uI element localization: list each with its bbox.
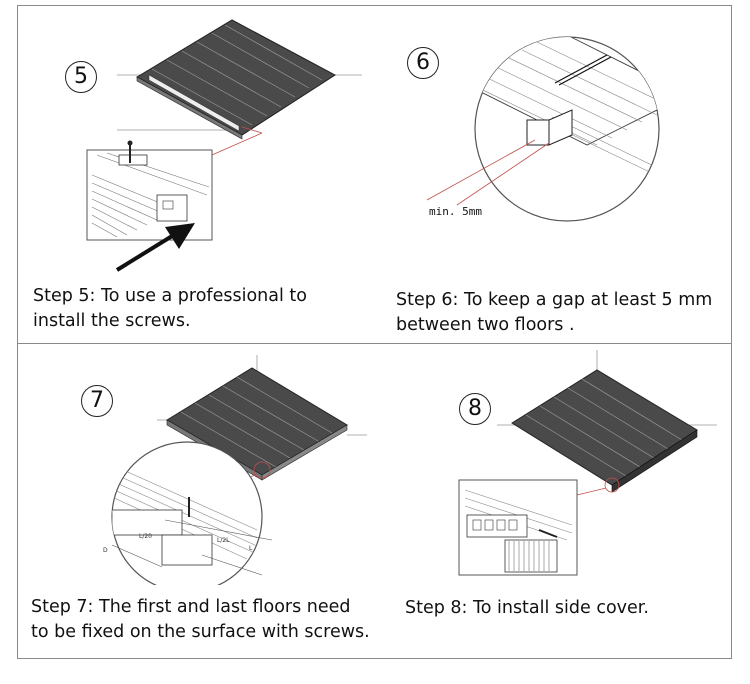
- step-8-number-badge: 8: [459, 393, 491, 425]
- panel-step-8: 8 Step 8: To install side cover.: [387, 345, 732, 659]
- step-8-illustration: [458, 350, 717, 576]
- step-5-number-badge: 5: [65, 61, 97, 93]
- step-6-number-badge: 6: [407, 47, 439, 79]
- panel-step-7: 7 L/20 L/2L L D Step 7: The first and la…: [17, 345, 387, 659]
- row-divider: [17, 343, 732, 344]
- step-5-caption-line-1: Step 5: To use a professional to: [33, 286, 307, 306]
- step-7-caption-line-2: to be fixed on the surface with screws.: [31, 622, 370, 642]
- dim-label-l: L: [249, 545, 253, 552]
- step-6-caption-line-2: between two floors .: [396, 315, 575, 335]
- step-7-caption-line-1: Step 7: The first and last floors need: [31, 597, 351, 617]
- dim-label-d: D: [103, 547, 108, 554]
- outer-frame: [17, 5, 732, 659]
- step-6-illustration: [426, 36, 660, 222]
- step-6-caption-line-1: Step 6: To keep a gap at least 5 mm: [396, 290, 713, 310]
- panel-step-5: 5 Step 5: To use a professional to insta…: [17, 5, 387, 343]
- step-5-caption-line-2: install the screws.: [33, 311, 191, 331]
- dim-label-l20: L/20: [139, 533, 152, 540]
- step-7-illustration: [111, 355, 367, 585]
- gap-annotation: min. 5mm: [429, 205, 482, 218]
- step-8-caption-line-1: Step 8: To install side cover.: [405, 598, 649, 618]
- panel-step-6: 6 min. 5mm Step 6: To keep a gap at leas…: [387, 5, 732, 343]
- step-7-number-badge: 7: [81, 385, 113, 417]
- dim-label-l2l: L/2L: [217, 537, 230, 544]
- step-5-illustration: [86, 19, 362, 272]
